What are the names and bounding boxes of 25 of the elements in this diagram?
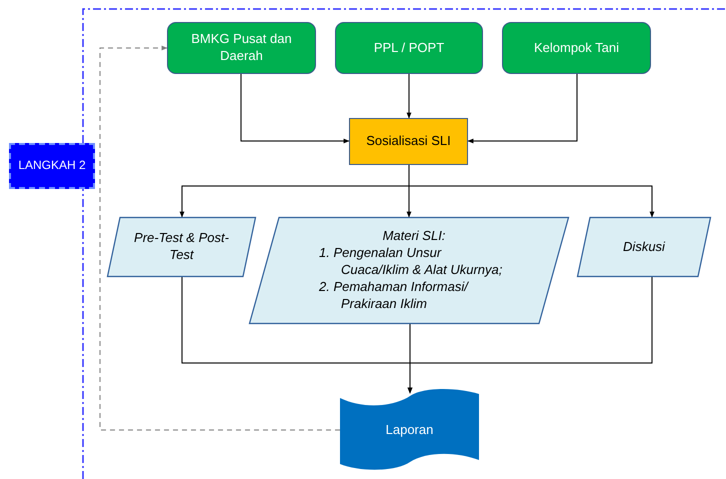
document-shape — [340, 388, 479, 472]
list-item: 2. Pemahaman Informasi/ Prakiraan Iklim — [319, 278, 470, 313]
actor-box — [335, 22, 483, 74]
node-label: Sosialisasi SLI — [366, 133, 451, 150]
connector-arrow — [408, 276, 652, 394]
connector-arrow — [406, 74, 412, 119]
node-label: Laporan — [386, 422, 434, 438]
list-item: 1. Pengenalan Unsur Cuaca/Iklim & Alat Ukurnya; — [319, 245, 504, 279]
node-label: Diskusi — [623, 238, 665, 256]
step-tag — [9, 143, 95, 189]
node-label: Materi SLI: — [382, 228, 446, 246]
actor-box — [167, 22, 316, 74]
node-label: Kelompok Tani — [534, 40, 620, 56]
connector-arrow — [467, 74, 578, 144]
node-label: BMKG Pusat dan Daerah — [190, 31, 293, 65]
node-label: LANGKAH 2 — [18, 158, 86, 174]
node-label: PPL / POPT — [374, 40, 444, 56]
connector-arrow — [100, 46, 340, 430]
connector-arrow — [240, 74, 350, 144]
data-parallelogram — [107, 217, 256, 277]
process-box — [349, 118, 468, 165]
connector-arrow — [408, 164, 654, 218]
node-label: Pre-Test & Post-Test — [133, 230, 230, 264]
actor-box — [502, 22, 651, 74]
data-parallelogram — [577, 217, 711, 277]
